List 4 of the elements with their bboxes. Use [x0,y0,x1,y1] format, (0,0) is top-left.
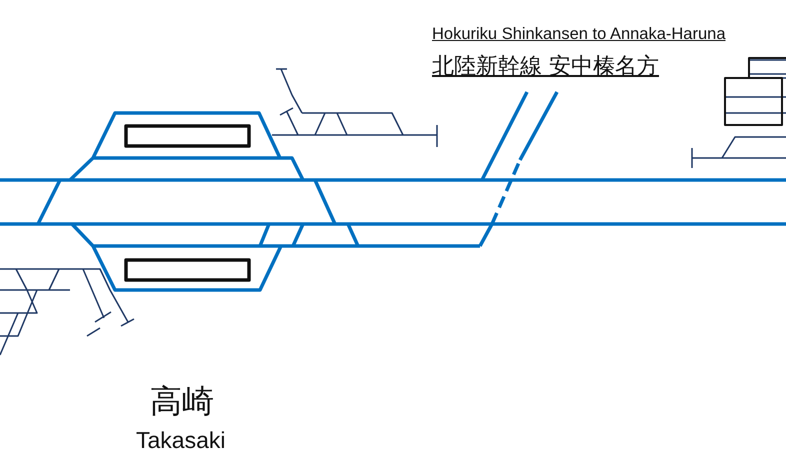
direction-caption: 北陸新幹線 安中榛名方 [432,55,659,80]
station-name: Takasaki [136,428,226,454]
direction-caption: Hokuriku Shinkansen to Annaka-Haruna [432,25,726,44]
station-name: 高崎 [150,384,214,420]
